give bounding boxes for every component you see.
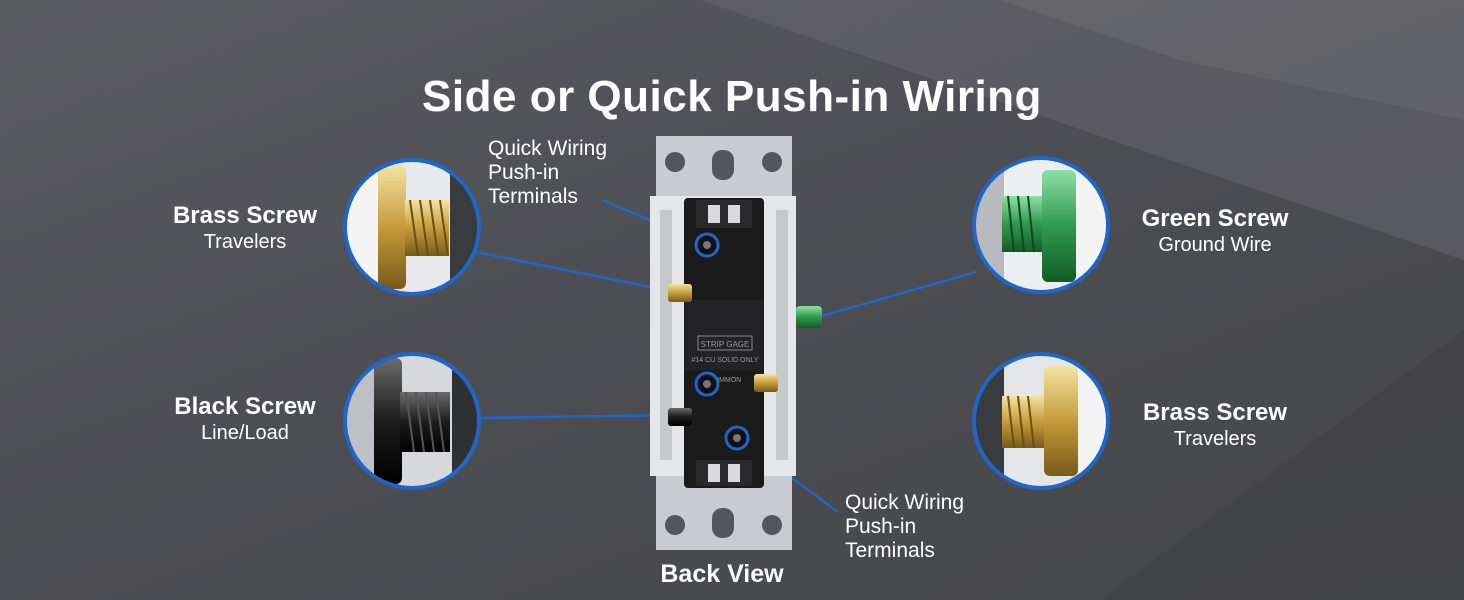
label-black-left: Black Screw Line/Load xyxy=(150,393,340,445)
label-black-left-main: Black Screw xyxy=(174,393,316,420)
label-brass-left-main: Brass Screw xyxy=(172,202,318,229)
callout-bottom: Quick Wiring Push-in Terminals xyxy=(845,491,964,563)
label-green-right: Green Screw Ground Wire xyxy=(1118,205,1312,257)
callout-bottom-line-2: Push-in xyxy=(845,515,917,538)
cu-note-text: #14 CU SOLID ONLY xyxy=(691,357,759,364)
zoom-brass-left xyxy=(343,158,481,296)
callout-top-line-1: Quick Wiring xyxy=(488,137,608,160)
callout-top-line-2: Push-in xyxy=(488,161,560,184)
label-green-right-main: Green Screw xyxy=(1141,205,1289,232)
label-brass-right-sub: Travelers xyxy=(1173,428,1257,450)
switch-body xyxy=(684,198,764,488)
common-text: COMMON xyxy=(709,377,742,384)
label-brass-right-main: Brass Screw xyxy=(1142,399,1288,426)
callout-top: Quick Wiring Push-in Terminals xyxy=(488,137,607,209)
label-brass-right: Brass Screw Travelers xyxy=(1118,399,1312,451)
back-view-caption: Back View xyxy=(660,560,784,588)
label-green-right-sub: Ground Wire xyxy=(1158,234,1272,256)
callout-bottom-line-3: Terminals xyxy=(845,539,935,562)
label-brass-left: Brass Screw Travelers xyxy=(150,202,340,254)
page-title: Side or Quick Push-in Wiring xyxy=(422,72,1042,121)
callout-top-line-3: Terminals xyxy=(488,185,578,208)
push-in-holes xyxy=(694,232,750,451)
zoom-brass-right xyxy=(972,352,1110,490)
label-brass-left-sub: Travelers xyxy=(203,231,287,253)
strip-gage-text: STRIP GAGE xyxy=(701,340,750,349)
zoom-green-right xyxy=(972,156,1110,294)
zoom-black-left xyxy=(343,352,481,490)
switch-side-screws xyxy=(668,284,822,426)
label-black-left-sub: Line/Load xyxy=(201,422,289,444)
callout-bottom-line-1: Quick Wiring xyxy=(845,491,965,514)
